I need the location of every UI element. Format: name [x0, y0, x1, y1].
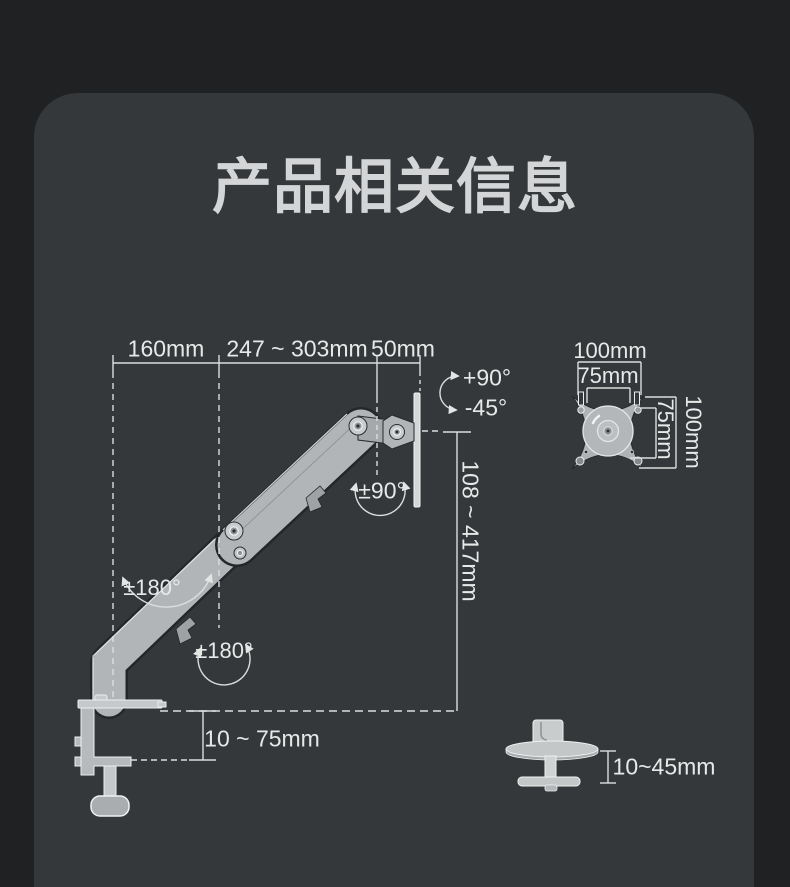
dim-label-head-rotation: ±90°: [358, 477, 406, 504]
dim-label-vesa-height-outer: 100mm: [681, 395, 706, 469]
head-joint-bolts: [348, 416, 405, 440]
vesa-plate-illustration: [571, 391, 645, 470]
dim-label-grommet-thickness: 10~45mm: [612, 753, 716, 780]
cable-clip: [305, 485, 327, 513]
dim-label-height-range: 108 ~ 417mm: [457, 460, 484, 602]
clamp-knob: [90, 795, 130, 817]
page-title: 产品相关信息: [212, 153, 578, 221]
dim-label-reach-2: 247 ~ 303mm: [226, 335, 368, 362]
dim-label-reach-1: 160mm: [127, 335, 205, 362]
dim-label-tilt-up: +90°: [462, 364, 512, 391]
elbow-joint-bolts: [224, 521, 247, 560]
vesa-head-side-view: [413, 392, 421, 508]
dim-label-tilt-down: -45°: [464, 394, 508, 421]
grommet-mount-illustration: [505, 719, 599, 792]
dimension-lines: [112, 355, 677, 784]
tilt-arc: [439, 371, 460, 415]
monitor-arm-illustration: [74, 392, 421, 817]
lower-swivel-arc: [193, 643, 254, 686]
dim-label-clamp-thickness: 10 ~ 75mm: [204, 725, 320, 752]
cable-clip: [175, 616, 197, 645]
desk-clamp-illustration: [74, 694, 167, 817]
head-rotation-arc: [349, 481, 411, 517]
dim-label-vesa-height-inner: 75mm: [653, 398, 678, 460]
dim-label-lower-swivel: ±180°: [195, 638, 253, 663]
upper-swivel-arc: [121, 573, 213, 608]
dim-label-vesa-width-inner: 75mm: [577, 363, 639, 388]
dim-label-vesa-width-outer: 100mm: [573, 338, 647, 363]
dim-label-upper-swivel: ±180°: [123, 575, 181, 600]
dim-label-reach-3: 50mm: [371, 335, 435, 362]
